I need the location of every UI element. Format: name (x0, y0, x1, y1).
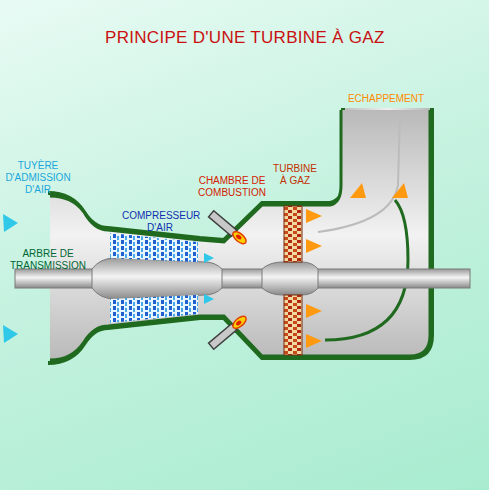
gas-arrow (306, 304, 322, 318)
air-arrow (204, 253, 214, 263)
air-arrow (204, 294, 214, 304)
turbine-label: TURBINE À GAZ (270, 163, 320, 187)
gas-arrow (306, 334, 322, 348)
inlet-label: TUYÈRE D'ADMISSION D'AIR (2, 160, 74, 196)
gas-arrow (306, 209, 322, 223)
turbine-blades (284, 295, 302, 355)
turbine-blades (284, 206, 302, 262)
inlet-arrow (3, 214, 18, 232)
exhaust-arrow (392, 183, 408, 198)
compressor-blades (110, 233, 198, 262)
combustion-label: CHAMBRE DE COMBUSTION (196, 175, 268, 199)
casing-outline (50, 110, 430, 360)
compressor-blades (110, 295, 198, 323)
fuel-injector (209, 211, 249, 246)
exhaust-arrow (350, 183, 366, 198)
casing-outline (48, 108, 432, 363)
casing-body (50, 110, 430, 360)
compressor-label: COMPRESSEUR D'AIR (122, 210, 198, 234)
gas-arrow (306, 239, 322, 253)
title: PRINCIPE D'UNE TURBINE À GAZ (105, 28, 385, 48)
exhaust-label: ECHAPPEMENT (331, 93, 441, 105)
turbine-hub (262, 262, 318, 295)
fuel-injector (209, 314, 249, 349)
shaft-label: ARBRE DE TRANSMISSION (7, 248, 89, 272)
shaft (15, 269, 470, 288)
inlet-arrow (3, 325, 18, 343)
compressor-hub (92, 258, 222, 299)
exhaust-inner-shade (318, 110, 400, 232)
